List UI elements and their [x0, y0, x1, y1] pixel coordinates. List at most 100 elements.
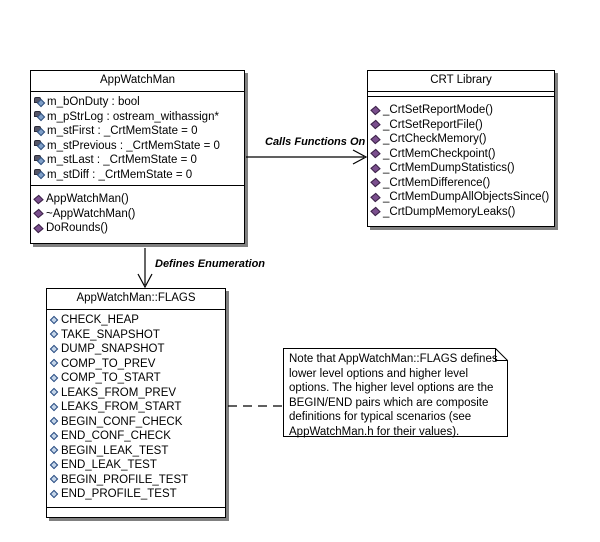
- class-method-label: _CrtMemCheckpoint(): [383, 147, 496, 160]
- class-method[interactable]: _CrtMemCheckpoint(): [370, 147, 552, 162]
- enum-literal-label: END_CONF_CHECK: [61, 430, 171, 442]
- enum-literal-label: TAKE_SNAPSHOT: [61, 328, 160, 341]
- class-attribute-label: m_pStrLog : ostream_withassign*: [47, 110, 219, 123]
- private-attribute-icon: [34, 125, 46, 137]
- class-method[interactable]: _CrtMemDumpStatistics(): [370, 161, 552, 176]
- enum-literal-label: COMP_TO_PREV: [61, 357, 156, 370]
- connector-label-calls-functions-on: Calls Functions On: [265, 136, 366, 148]
- class-method[interactable]: _CrtCheckMemory(): [370, 132, 552, 147]
- enum-literal-label: BEGIN_PROFILE_TEST: [61, 473, 189, 486]
- class-method[interactable]: _CrtMemDifference(): [370, 176, 552, 191]
- public-method-icon: [370, 148, 382, 159]
- enum-literal-label: END_PROFILE_TEST: [61, 488, 177, 500]
- class-attribute-label: m_stLast : _CrtMemState = 0: [47, 154, 197, 166]
- class-method[interactable]: AppWatchMan(): [33, 192, 242, 207]
- enum-literal[interactable]: BEGIN_CONF_CHECK: [49, 415, 223, 430]
- enum-literal[interactable]: BEGIN_PROFILE_TEST: [49, 473, 223, 488]
- class-method[interactable]: DoRounds(): [33, 221, 242, 236]
- public-method-icon: [370, 119, 382, 130]
- enum-literal-icon: [49, 402, 60, 413]
- public-method-icon: [33, 223, 45, 234]
- enum-literal-icon: [49, 445, 60, 456]
- class-title-crt-library: CRT Library: [368, 71, 554, 92]
- class-attribute[interactable]: m_stPrevious : _CrtMemState = 0: [34, 139, 242, 154]
- public-method-icon: [370, 192, 382, 203]
- enum-literal-icon: [49, 358, 60, 369]
- methods-compartment-appwatchman: AppWatchMan() ~AppWatchMan() DoRounds(): [31, 186, 244, 243]
- class-method[interactable]: _CrtSetReportFile(): [370, 118, 552, 133]
- class-title-appwatchman: AppWatchMan: [31, 71, 244, 92]
- connector-label-defines-enumeration: Defines Enumeration: [155, 258, 266, 270]
- enum-literal-icon: [49, 431, 60, 442]
- enum-literal-icon: [49, 387, 60, 398]
- enum-literal-icon: [49, 373, 60, 384]
- class-attribute[interactable]: m_stDiff : _CrtMemState = 0: [34, 168, 242, 183]
- public-method-icon: [370, 134, 382, 145]
- public-method-icon: [33, 208, 45, 219]
- class-method-label: ~AppWatchMan(): [46, 207, 136, 220]
- enum-literal[interactable]: END_PROFILE_TEST: [49, 487, 223, 502]
- footer-compartment-appwatchman-flags: [47, 508, 225, 517]
- note-shape: [283, 348, 508, 437]
- enum-literal-label: LEAKS_FROM_PREV: [61, 386, 177, 399]
- enum-literal-icon: [49, 460, 60, 471]
- private-attribute-icon: [34, 169, 46, 180]
- note-box[interactable]: Note that AppWatchMan::FLAGS defines low…: [283, 348, 508, 438]
- class-attribute-label: m_bOnDuty : bool: [47, 96, 140, 108]
- class-method[interactable]: _CrtMemDumpAllObjectsSince(): [370, 190, 552, 205]
- enum-literal[interactable]: DUMP_SNAPSHOT: [49, 342, 223, 357]
- class-box-appwatchman[interactable]: AppWatchMan m_bOnDuty : bool m_pStrLog : …: [30, 70, 245, 244]
- enum-literal-icon: [49, 416, 60, 427]
- class-method[interactable]: ~AppWatchMan(): [33, 207, 242, 222]
- enum-literal[interactable]: END_CONF_CHECK: [49, 429, 223, 444]
- private-attribute-icon: [34, 111, 46, 122]
- public-method-icon: [370, 105, 382, 116]
- attributes-compartment-appwatchman: m_bOnDuty : bool m_pStrLog : ostream_with…: [31, 92, 244, 186]
- public-method-icon: [33, 194, 45, 205]
- enum-literal-label: BEGIN_LEAK_TEST: [61, 444, 169, 457]
- attributes-compartment-crt-library: [368, 92, 554, 97]
- class-attribute[interactable]: m_stFirst : _CrtMemState = 0: [34, 124, 242, 139]
- class-method-label: _CrtSetReportFile(): [383, 118, 483, 131]
- enum-literal-label: LEAKS_FROM_START: [61, 401, 182, 413]
- private-attribute-icon: [34, 154, 46, 166]
- methods-compartment-crt-library: _CrtSetReportMode()_CrtSetReportFile()_C…: [368, 97, 554, 226]
- enum-literal[interactable]: BEGIN_LEAK_TEST: [49, 444, 223, 459]
- class-method-label: AppWatchMan(): [46, 193, 129, 205]
- enum-literal-label: CHECK_HEAP: [61, 314, 139, 326]
- enum-literal-icon: [49, 329, 60, 340]
- class-attribute-label: m_stPrevious : _CrtMemState = 0: [47, 139, 220, 152]
- enum-literal[interactable]: LEAKS_FROM_START: [49, 400, 223, 415]
- private-attribute-icon: [34, 96, 46, 108]
- private-attribute-icon: [34, 140, 46, 151]
- enum-literal-icon: [49, 344, 60, 355]
- enum-literal[interactable]: CHECK_HEAP: [49, 313, 223, 328]
- enum-literal-label: BEGIN_CONF_CHECK: [61, 415, 183, 428]
- class-method-label: _CrtMemDumpStatistics(): [383, 162, 515, 174]
- connector-defines-enumeration: [137, 248, 153, 289]
- public-method-icon: [370, 177, 382, 188]
- class-attribute[interactable]: m_stLast : _CrtMemState = 0: [34, 153, 242, 168]
- enum-literal-label: COMP_TO_START: [61, 372, 161, 384]
- note-text: Note that AppWatchMan::FLAGS defines low…: [289, 353, 498, 438]
- class-box-crt-library[interactable]: CRT Library _CrtSetReportMode()_CrtSetRe…: [367, 70, 555, 227]
- enum-literal[interactable]: COMP_TO_PREV: [49, 357, 223, 372]
- class-method[interactable]: _CrtDumpMemoryLeaks(): [370, 205, 552, 220]
- connector-calls-functions-on: [246, 149, 368, 165]
- enum-literal[interactable]: LEAKS_FROM_PREV: [49, 386, 223, 401]
- enum-literal-icon: [49, 315, 60, 326]
- class-method[interactable]: _CrtSetReportMode(): [370, 103, 552, 118]
- enum-literal[interactable]: END_LEAK_TEST: [49, 458, 223, 473]
- class-method-label: DoRounds(): [46, 222, 108, 234]
- enum-literal-icon: [49, 489, 60, 500]
- enum-literal-label: END_LEAK_TEST: [61, 459, 157, 471]
- class-attribute[interactable]: m_bOnDuty : bool: [34, 95, 242, 110]
- enum-literal[interactable]: TAKE_SNAPSHOT: [49, 328, 223, 343]
- class-attribute-label: m_stFirst : _CrtMemState = 0: [47, 125, 198, 137]
- class-attribute[interactable]: m_pStrLog : ostream_withassign*: [34, 110, 242, 125]
- public-method-icon: [370, 206, 382, 217]
- enum-literal[interactable]: COMP_TO_START: [49, 371, 223, 386]
